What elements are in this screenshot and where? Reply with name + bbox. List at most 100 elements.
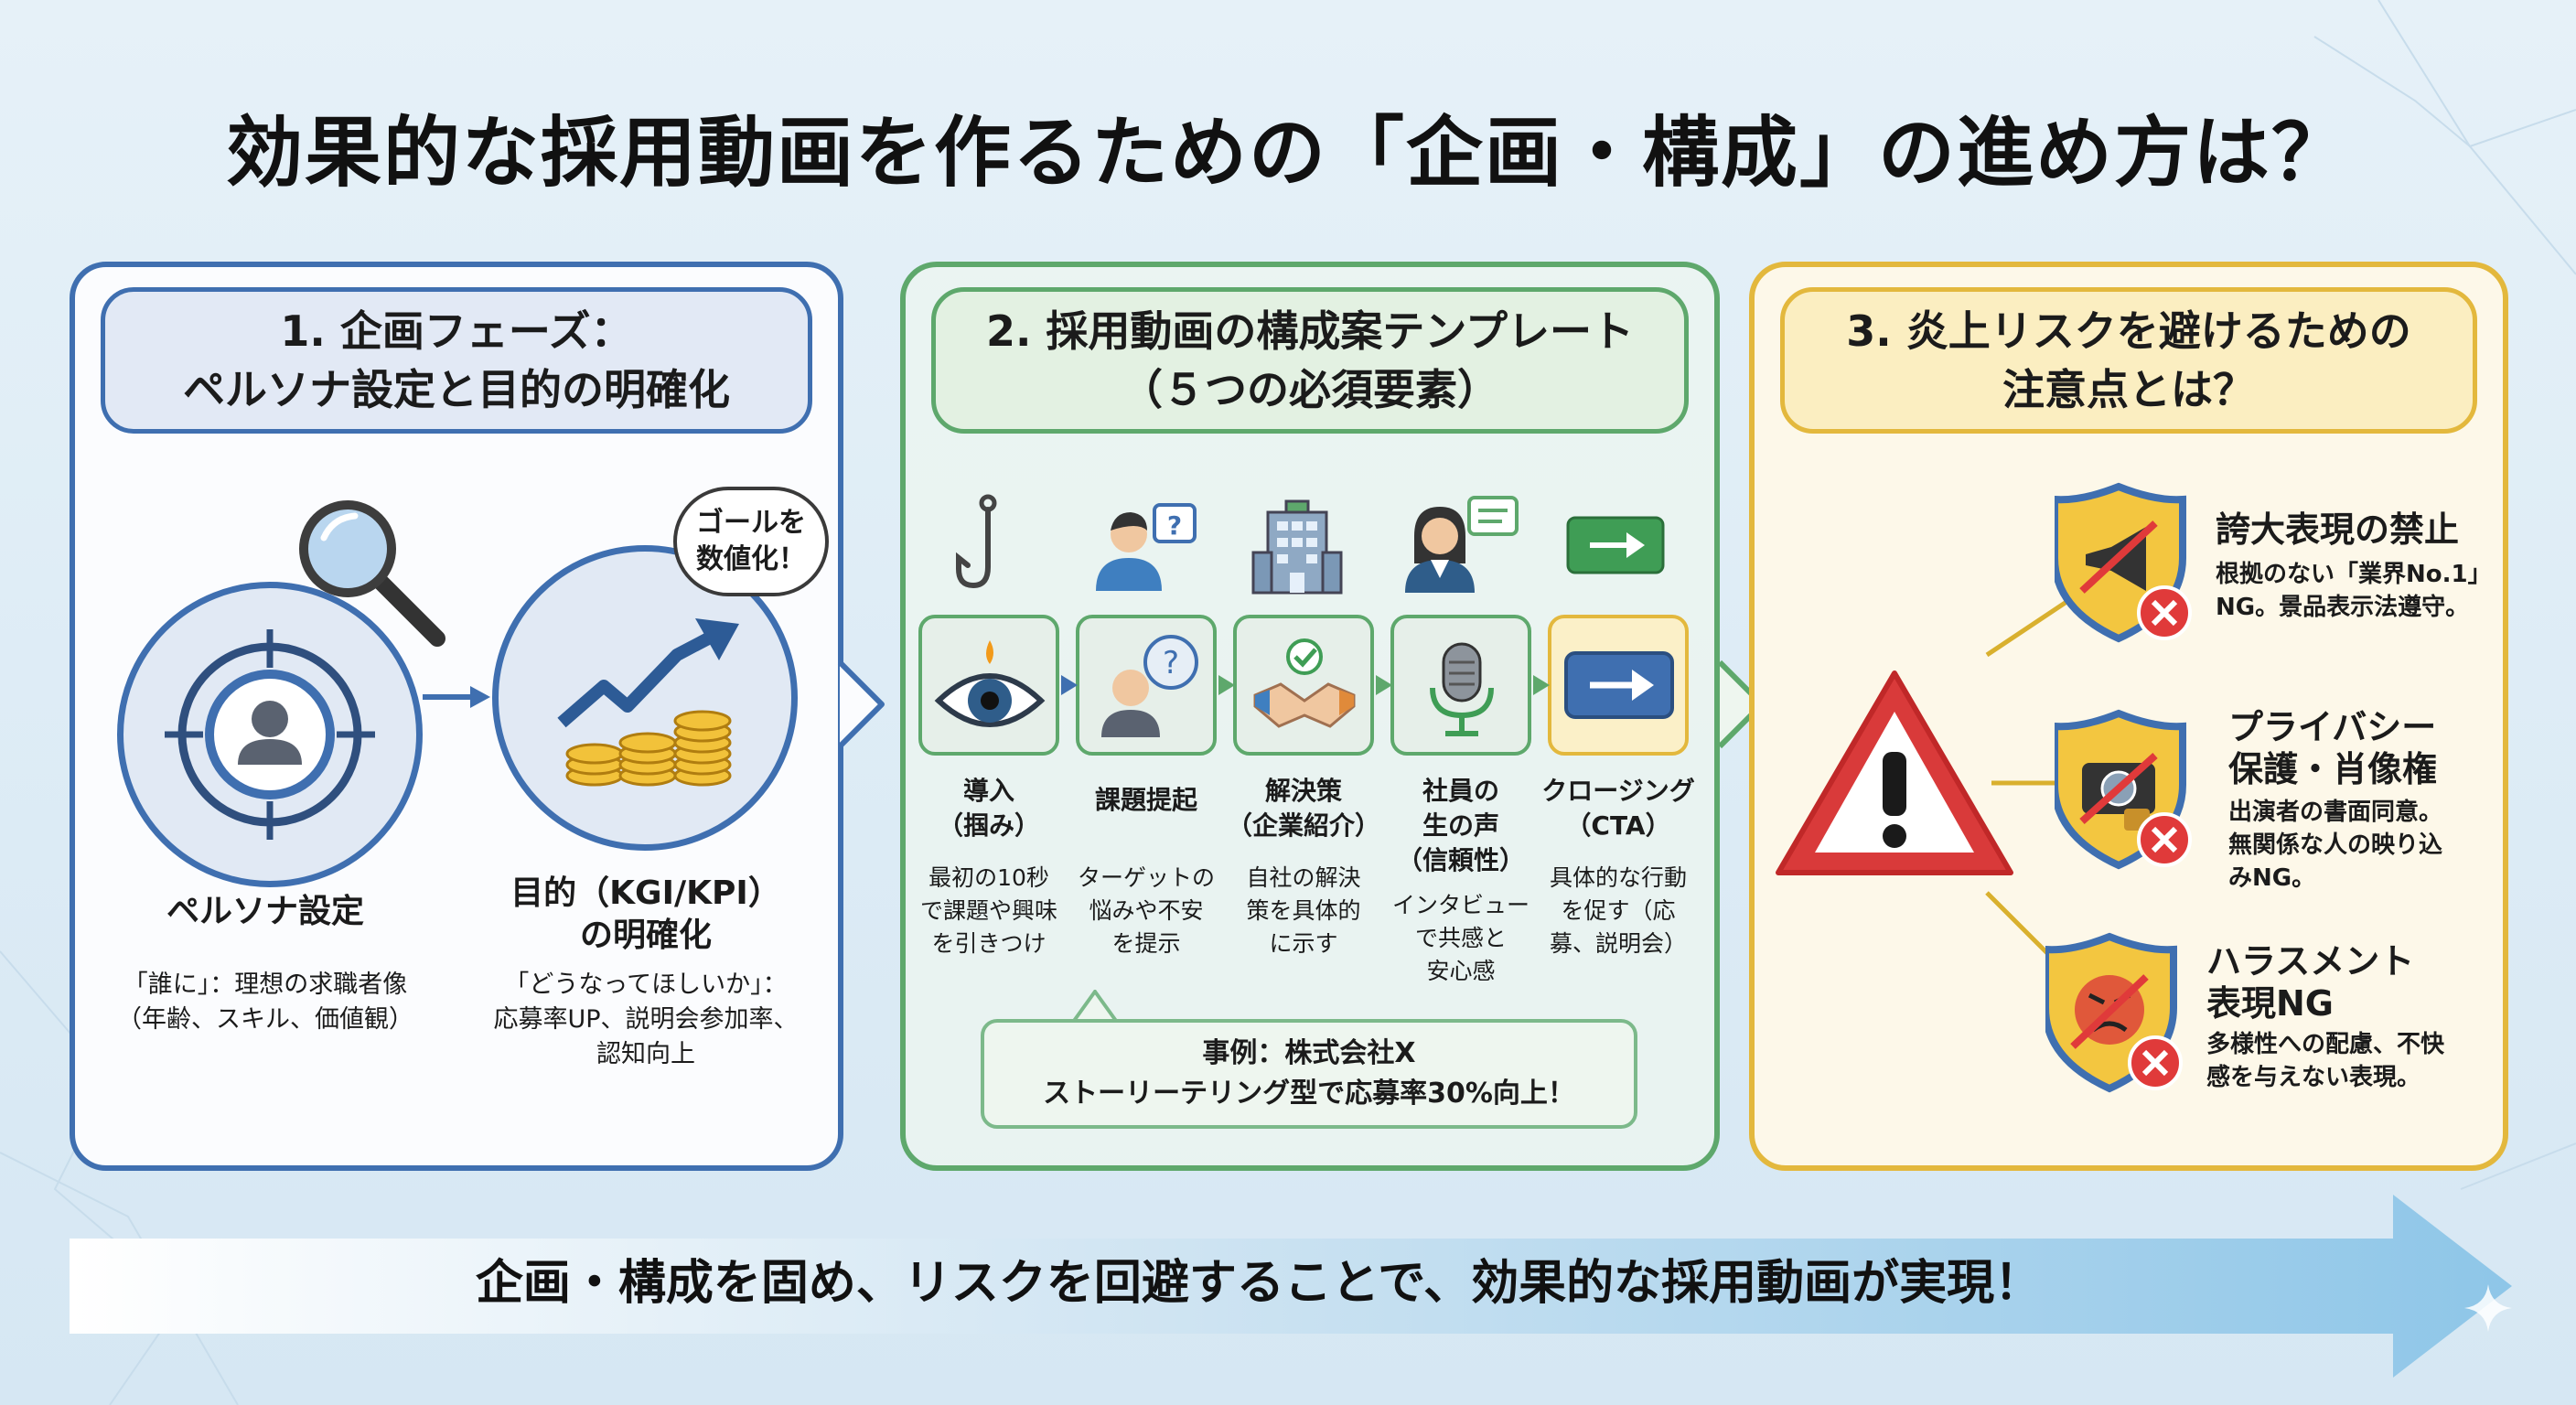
eye-flame-icon [934,640,1046,727]
risk-desc-privacy-line1: 出演者の書面同意。 [2228,799,2443,826]
step-title-intro-line2: （掴み） [937,810,1040,841]
risk-desc-harassment-line1: 多様性への配慮、不快 [2206,1031,2445,1058]
step-title-problem: 課題提起 [1067,783,1226,818]
planning-arrow-icon [423,686,490,708]
risk-title-harassment-line2: 表現NG [2206,983,2334,1024]
sparkle-icon [2464,1284,2512,1332]
step-title-closing: クロージング （CTA） [1530,774,1707,843]
step-title-solution-line1: 解決策 [1264,776,1342,806]
goal-bubble-line1: ゴールを [696,507,806,539]
footer-conclusion: 企画・構成を固め、リスクを回避することで、効果的な採用動画が実現！ [475,1256,2043,1311]
risk-title-privacy-line2: 保護・肖像権 [2228,749,2438,789]
step-desc-problem-line2: 悩みや不安 [1089,897,1204,924]
step-arrow-1 [1061,675,1078,695]
goal-title-line1: 目的（KGI/KPI） [510,874,781,912]
goal-bubble-line2: 数値化！ [696,543,806,575]
persona-title: ペルソナ設定 [166,893,364,930]
risk-title-harassment-line1: ハラスメント [2206,941,2415,981]
risk-desc-exaggeration-line1: 根拠のない「業界No.1」 [2216,561,2492,588]
step-desc-solution-line2: 策を具体的 [1246,897,1361,924]
risk-title-exaggeration-line1: 誇大表現の禁止 [2216,509,2460,550]
step-title-solution-line2: （企業紹介） [1226,810,1380,841]
persona-desc-line1: 「誰に」：理想の求職者像 [123,971,408,999]
step-title-voice-line3: （信頼性） [1396,845,1525,875]
building-icon [1251,499,1343,595]
step-desc-closing: 具体的な行動 を促す（応 募、説明会） [1530,862,1707,960]
case-pointer [1072,990,1118,1023]
step-title-intro: 導入 （掴み） [909,774,1068,843]
microphone-icon [1430,642,1494,736]
step-desc-voice-line1: インタビュー [1391,892,1530,918]
panel-structure-header: 2. 採用動画の構成案テンプレート （５つの必須要素） [931,287,1689,434]
risk-title-privacy-line1: プライバシー [2228,707,2437,747]
case-study-box: 事例：株式会社X ストーリーテリング型で応募率30%向上！ [981,1019,1637,1129]
step-desc-intro-line3: を引きつけ [931,930,1046,957]
step-desc-voice: インタビュー で共感と 安心感 [1372,889,1550,988]
panel-structure-header-line1: 2. 採用動画の構成案テンプレート [985,306,1635,356]
goal-desc: 「どうなってほしいか」： 応募率UP、説明会参加率、 認知向上 [463,968,829,1072]
panel-structure-header-line2: （５つの必須要素） [1121,365,1499,414]
risk-desc-privacy: 出演者の書面同意。 無関係な人の映り込 みNG。 [2228,796,2442,895]
risk-desc-privacy-line3: みNG。 [2228,864,2316,892]
page-title: 効果的な採用動画を作るための「企画・構成」の進め方は？ [225,108,2350,198]
goal-desc-line1: 「どうなってほしいか」： [504,971,788,999]
step-desc-solution-line1: 自社の解決 [1246,864,1361,891]
panel-planning-header-line2: ペルソナ設定と目的の明確化 [183,365,730,414]
megaphone-shield-icon [2055,482,2192,643]
risk-desc-harassment-line2: 感を与えない表現。 [2206,1064,2421,1091]
goal-desc-line3: 認知向上 [596,1040,695,1068]
risk-desc-exaggeration: 根拠のない「業界No.1」 NG。景品表示法遵守。 [2216,558,2492,624]
persona-desc: 「誰に」：理想の求職者像 （年齢、スキル、価値観） [91,968,439,1037]
step-desc-solution: 自社の解決 策を具体的 に示す [1224,862,1383,960]
step-desc-closing-line1: 具体的な行動 [1549,864,1687,891]
svg-text:?: ? [1163,645,1179,681]
step-desc-closing-line2: を促す（応 [1561,897,1676,924]
magnifier-icon [299,500,445,647]
risk-title-privacy: プライバシー 保護・肖像権 [2228,706,2437,790]
employee-speech-icon [1405,496,1519,593]
panel-risks-header: 3. 炎上リスクを避けるための 注意点とは？ [1780,287,2477,434]
person-question-icon: ? [1096,503,1197,591]
risk-desc-harassment: 多様性への配慮、不快 感を与えない表現。 [2206,1028,2444,1094]
step-arrow-3 [1376,675,1392,695]
risk-title-harassment: ハラスメント 表現NG [2206,940,2414,1024]
step-title-voice-line2: 生の声 [1422,810,1499,841]
goal-title: 目的（KGI/KPI） の明確化 [472,873,820,957]
step-desc-problem: ターゲットの 悩みや不安 を提示 [1063,862,1229,960]
step-desc-intro: 最初の10秒 で課題や興味 を引きつけ [909,862,1068,960]
svg-text:?: ? [1167,510,1182,541]
step-title-closing-line1: クロージング [1541,776,1695,806]
panel-planning-header-line1: 1. 企画フェーズ： [280,306,633,356]
person-question-large-icon: ? [1101,635,1198,737]
goal-title-line2: の明確化 [579,917,712,954]
step-title-intro-line1: 導入 [962,776,1014,806]
cta-button-icon [1566,516,1665,574]
step-desc-problem-line3: を提示 [1111,930,1181,957]
step-desc-intro-line1: 最初の10秒 [928,864,1049,891]
step-title-solution: 解決策 （企業紹介） [1220,774,1387,843]
risk-title-exaggeration: 誇大表現の禁止 [2216,509,2459,551]
goal-desc-line2: 応募率UP、説明会参加率、 [493,1005,799,1034]
case-study-line2: ストーリーテリング型で応募率30%向上！ [1043,1078,1575,1110]
goal-speech-bubble: ゴールを 数値化！ [673,487,829,596]
angry-face-shield-icon [2045,932,2183,1093]
step-desc-closing-line3: 募、説明会） [1549,930,1687,957]
step-box-solution [1233,615,1374,756]
persona-desc-line2: （年齢、スキル、価値観） [117,1005,413,1034]
panel-risks-header-line2: 注意点とは？ [2002,365,2255,414]
step-desc-problem-line1: ターゲットの [1077,864,1215,891]
hook-icon [956,494,997,589]
handshake-check-icon [1253,638,1356,728]
step-title-voice: 社員の 生の声 （信頼性） [1381,774,1540,878]
growth-coins-icon [557,618,739,787]
step-title-voice-line1: 社員の [1422,776,1499,806]
persona-target-icon [165,629,375,840]
panel-risks-header-line1: 3. 炎上リスクを避けるための [1846,306,2411,356]
step-arrow-2 [1218,675,1235,695]
step-desc-voice-line3: 安心感 [1426,958,1496,984]
step-desc-voice-line2: で共感と [1414,925,1507,951]
warning-triangle-icon [1776,670,2013,875]
footer-arrow [70,1195,2512,1378]
step-arrow-4 [1533,675,1550,695]
step-title-problem-line1: 課題提起 [1094,785,1197,815]
